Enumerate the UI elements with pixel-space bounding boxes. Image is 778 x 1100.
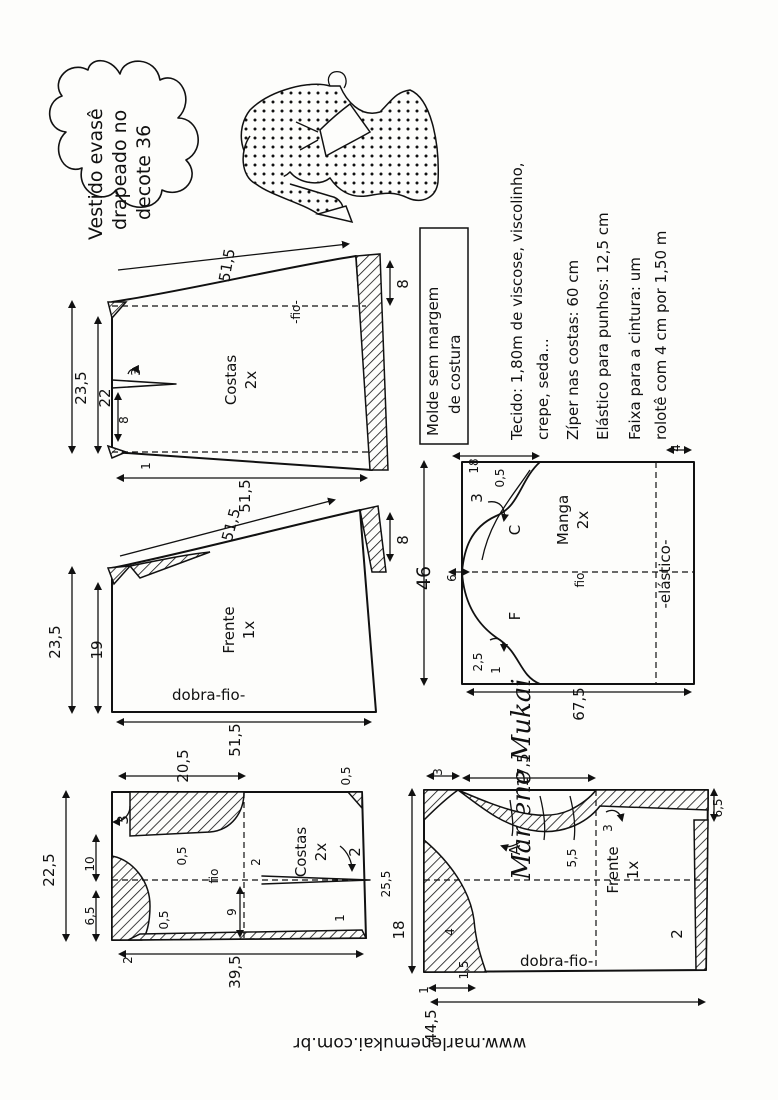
bodice-back-hem: 2 [121, 956, 135, 964]
bodice-front-fold: dobra-fio- [520, 952, 593, 970]
bodice-back-neck-depth: 3 [114, 815, 132, 825]
belt-note-1: Faixa para a cintura: um [626, 257, 644, 440]
belt-note-2: rolotê com 4 cm por 1,50 m [652, 231, 670, 440]
bodice-front-side: 6,5 [711, 798, 725, 817]
sleeve-top: 18 [467, 458, 481, 473]
bodice-front-name: Frente [604, 846, 622, 893]
bodice-front-point: 2 [668, 929, 686, 939]
skirt-back-name: Costas [222, 355, 240, 406]
skirt-front-piece: 23,5 19 51,5 51,5 8 dobra-fio- Frente 1x [46, 497, 412, 757]
skirt-back-bottom: 51,5 [236, 479, 254, 512]
bodice-back-grain: fio [207, 869, 221, 884]
fabric-note-1: Tecido: 1,80m de viscose, viscolinho, [508, 162, 526, 441]
sleeve-grain: fio [573, 573, 587, 588]
bodice-front-shoulder: 17,5 [514, 753, 532, 786]
elastic-note: Elástico para punhos: 12,5 cm [594, 212, 612, 440]
bodice-back-piece: 22,5 39,5 20,5 10 3 6,5 0,5 2 25,5 2 1 2… [40, 749, 393, 988]
skirt-front-fold: dobra-fio- [172, 686, 245, 704]
title-cloud: Vestido evasê drapeado no decote 36 [48, 59, 199, 240]
bodice-back-side: 2 [346, 847, 364, 857]
skirt-front-height-inner: 19 [88, 640, 106, 659]
sleeve-length: 46 [413, 566, 435, 590]
bodice-back-armhole-mark: 0,5 [175, 846, 189, 865]
sleeve-cuff: 4 [669, 444, 683, 452]
title-line2: drapeado no [109, 110, 131, 230]
website: www.marlenemukai.com.br [294, 1033, 527, 1053]
bodice-back-neck: 10 [83, 856, 97, 871]
skirt-back-dart-len: 8 [117, 416, 131, 424]
sleeve-curve-front: 2,5 [471, 652, 485, 671]
bodice-back-depth: 9 [225, 908, 239, 916]
sleeve-name: Manga [554, 495, 572, 545]
title-line3: decote 36 [133, 125, 155, 220]
sleeve-width: 67,5 [570, 687, 588, 720]
skirt-back-piece: 23,5 22 51,5 51,5 8 3 8 1 -fio- Costas 2… [68, 240, 412, 513]
skirt-back-dart-w: 3 [129, 368, 143, 376]
skirt-back-seam-drop: 1 [139, 462, 153, 470]
sleeve-curve-back: 3 [468, 493, 486, 503]
bodice-back-armhole-depth: 6,5 [83, 906, 97, 925]
sleeve-mark: 1 [489, 666, 503, 674]
skirt-back-grain: -fio- [289, 300, 303, 324]
sleeve-cap-offset: 6 [445, 574, 459, 582]
notes: Molde sem margem de costura Tecido: 1,80… [419, 162, 670, 445]
bodice-front-waist: 1,5 [457, 960, 471, 979]
skirt-front-qty: 1x [240, 621, 258, 640]
bodice-back-width: 39,5 [226, 955, 244, 988]
dress-sketch-icon [240, 71, 439, 224]
sleeve-piece: 46 18 6 3 2,5 0,5 1 67,5 4 C F fio -elás… [413, 444, 695, 721]
bodice-front-piece: 18 44,5 17,5 3 5,5 6,5 3 4 1,5 1 2 A dob… [390, 753, 725, 1042]
skirt-back-height-inner: 22 [96, 388, 114, 407]
skirt-back-top-curve: 51,5 [215, 247, 239, 283]
skirt-back-height-outer: 23,5 [72, 371, 90, 404]
bodice-front-label-a: A [506, 844, 524, 855]
bodice-front-armhole: 3 [601, 824, 615, 832]
skirt-front-name: Frente [220, 606, 238, 653]
bodice-back-top: 0,5 [339, 766, 353, 785]
sleeve-label-back: C [506, 525, 524, 535]
bodice-back-dart-w: 2 [249, 858, 263, 866]
sleeve-label-front: F [506, 612, 524, 621]
sleeve-elastic: -elástico- [656, 540, 674, 609]
bodice-front-qty: 1x [624, 861, 642, 880]
bodice-front-fold-marks: 4 [443, 928, 457, 936]
fabric-note-2: crepe, seda... [534, 338, 552, 440]
title-line1: Vestido evasê [85, 108, 107, 240]
margin-note-1: Molde sem margem [424, 287, 442, 436]
margin-note-2: de costura [446, 334, 464, 414]
bodice-front-height: 18 [390, 920, 408, 939]
bodice-front-hem: 1 [417, 986, 431, 994]
website-text: www.marlenemukai.com.br [294, 1033, 527, 1053]
skirt-back-hem-rise: 8 [394, 279, 412, 289]
zipper-note: Zíper nas costas: 60 cm [564, 260, 582, 440]
skirt-front-height-outer: 23,5 [46, 625, 64, 658]
bodice-front-width: 44,5 [422, 1009, 440, 1042]
bodice-front-drape: 5,5 [565, 848, 579, 867]
sleeve-depth: 0,5 [493, 468, 507, 487]
bodice-front-neck: 3 [431, 768, 445, 776]
skirt-back-qty: 2x [242, 371, 260, 390]
sleeve-qty: 2x [574, 511, 592, 530]
bodice-back-height: 22,5 [40, 853, 58, 886]
skirt-front-hem-rise: 8 [394, 535, 412, 545]
bodice-back-dart-len: 25,5 [379, 871, 393, 898]
bodice-back-neck-ofs: 0,5 [157, 910, 171, 929]
skirt-front-bottom: 51,5 [226, 723, 244, 756]
bodice-back-name: Costas [292, 827, 310, 878]
bodice-back-waist: 1 [333, 914, 347, 922]
bodice-back-shoulder: 20,5 [174, 749, 192, 782]
bodice-back-qty: 2x [312, 843, 330, 862]
